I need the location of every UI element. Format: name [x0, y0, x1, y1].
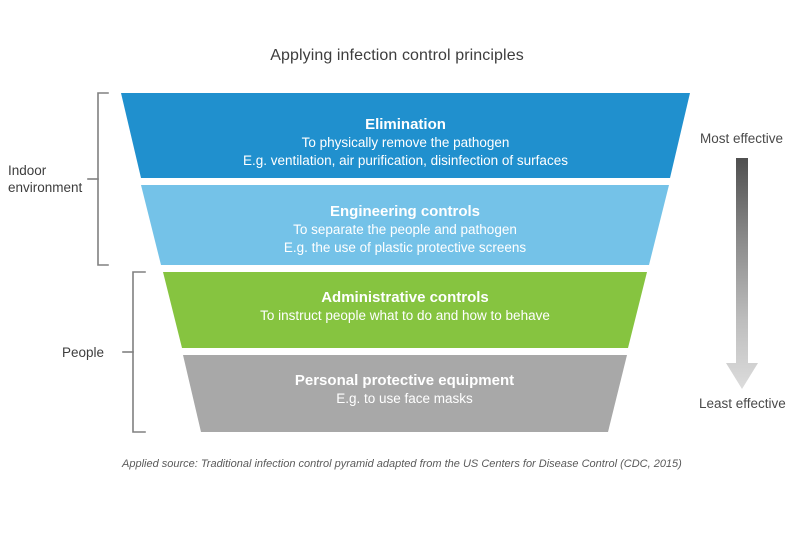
bracket-people: [122, 271, 146, 433]
funnel-band-engineering-controls[interactable]: [141, 185, 669, 265]
bracket-indoor-environment: [87, 92, 109, 266]
group-label-indoor-environment: Indoor environment: [8, 162, 84, 196]
effectiveness-arrow-icon: [726, 158, 758, 389]
label-least-effective: Least effective: [699, 396, 786, 411]
funnel-band-elimination[interactable]: [121, 93, 690, 178]
funnel-band-administrative-controls[interactable]: [163, 272, 647, 348]
label-most-effective: Most effective: [700, 131, 784, 146]
group-label-indoor-environment-line1: Indoor: [8, 163, 47, 178]
source-note: Applied source: Traditional infection co…: [122, 458, 682, 470]
funnel-band-personal-protective-equipment[interactable]: [183, 355, 627, 432]
group-label-people-line1: People: [62, 345, 105, 360]
page-title: Applying infection control principles: [270, 47, 524, 64]
group-label-people: People: [62, 344, 118, 361]
group-label-indoor-environment-line2: environment: [8, 180, 83, 195]
